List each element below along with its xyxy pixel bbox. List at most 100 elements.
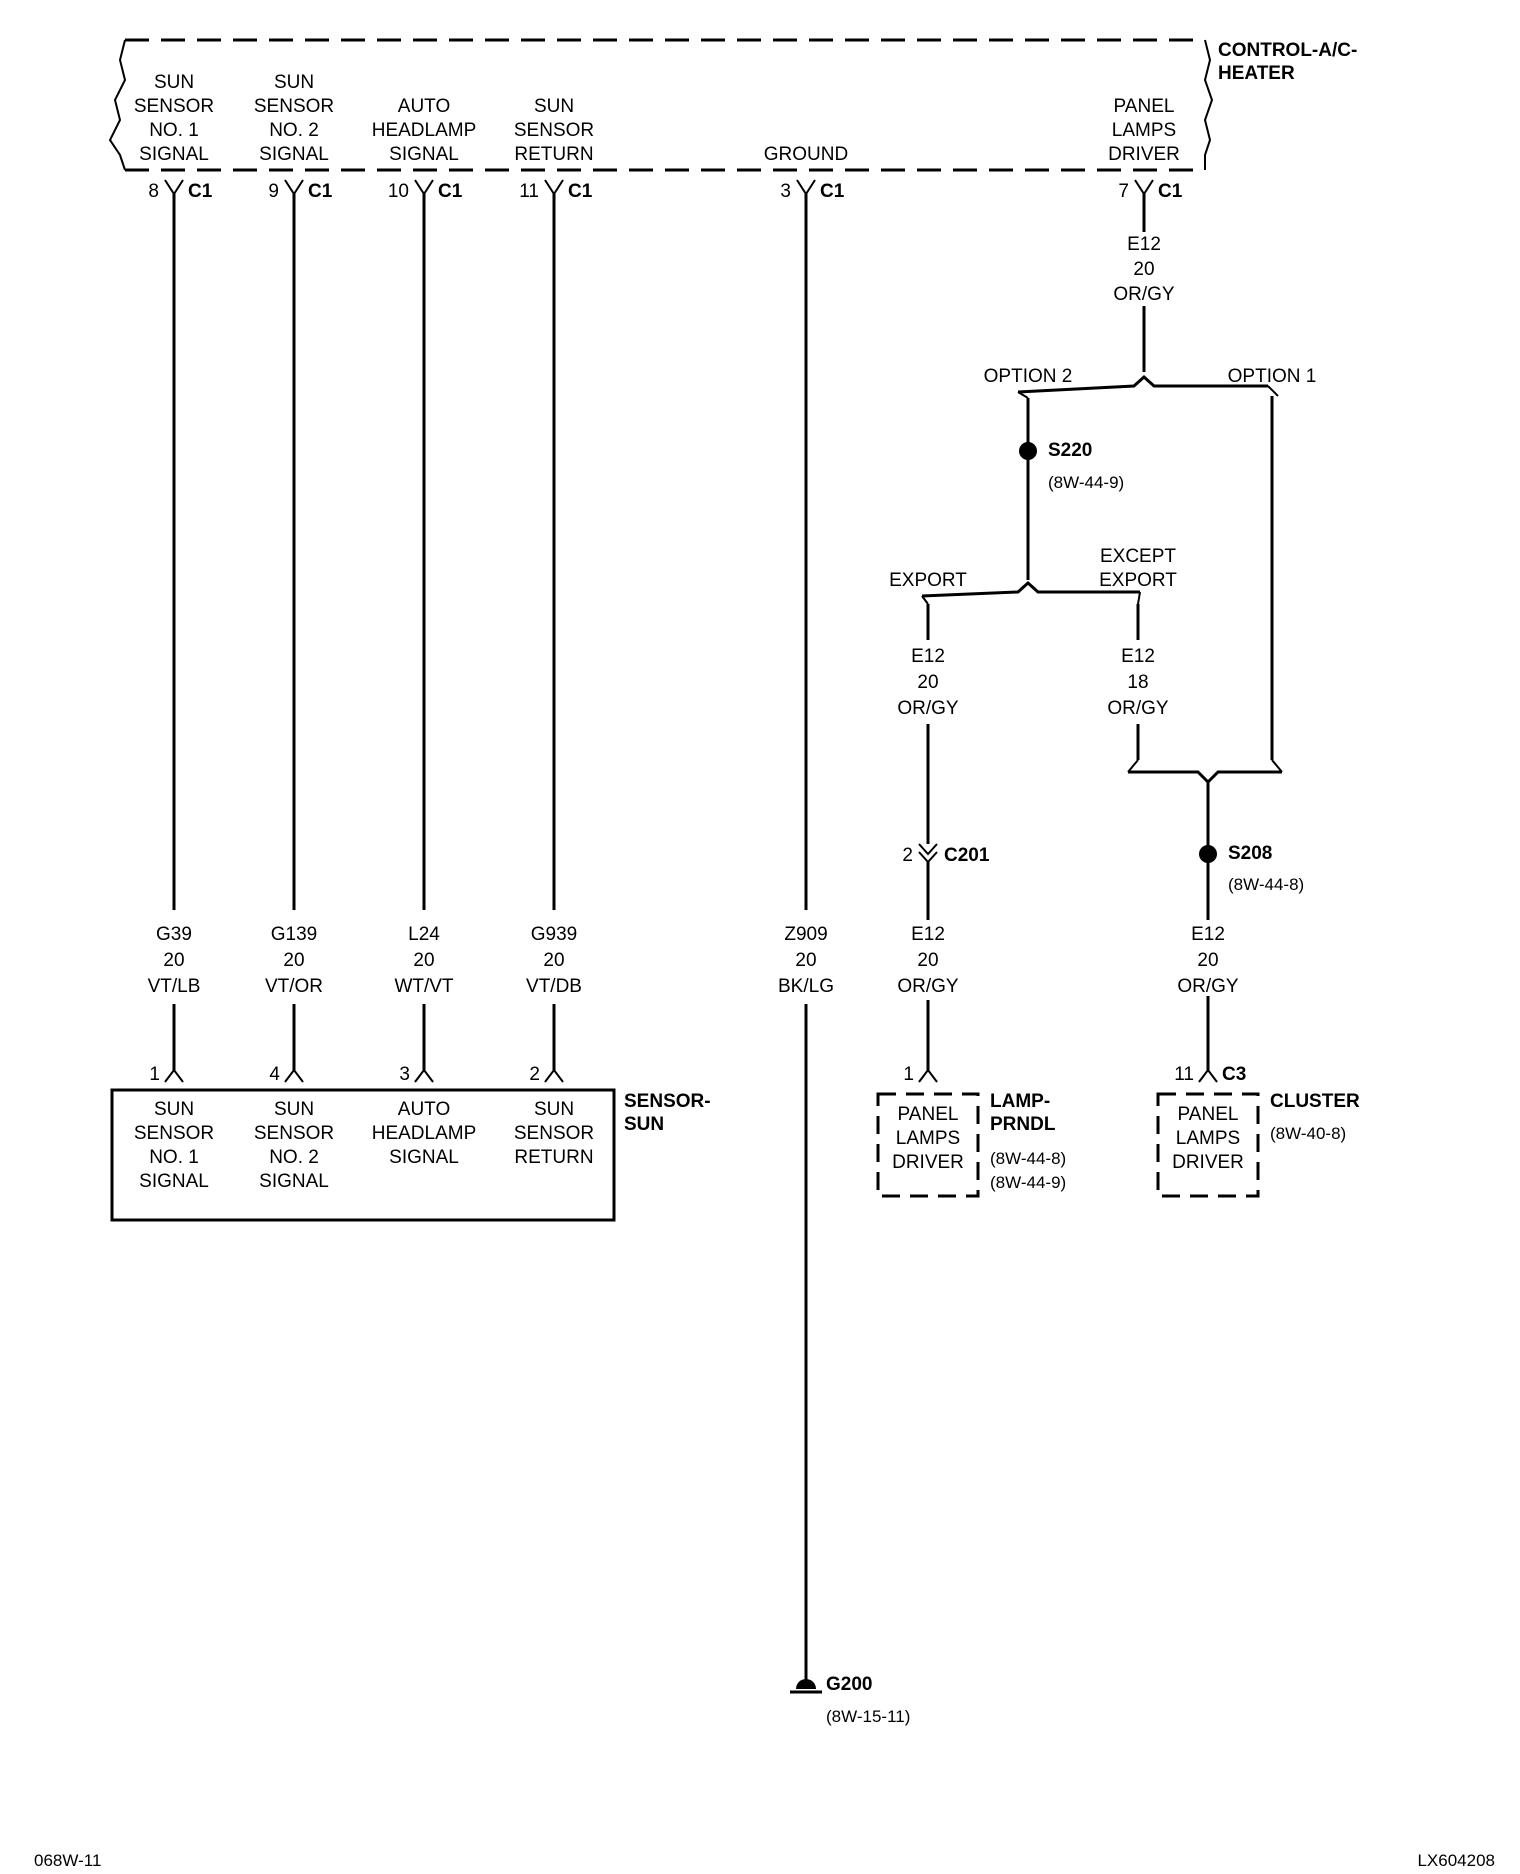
lamp-prndl-box [876, 1092, 980, 1198]
svg-text:3: 3 [780, 181, 791, 202]
module-connector-pin-9: 9 C1 [268, 179, 333, 202]
svg-text:LAMPS: LAMPS [1176, 1128, 1240, 1149]
svg-text:11: 11 [1174, 1064, 1194, 1085]
sensor-pin-label-4: SUN SENSOR NO. 2 SIGNAL [254, 1099, 334, 1192]
svg-text:EXPORT: EXPORT [1099, 570, 1177, 591]
svg-text:VT/LB: VT/LB [148, 976, 201, 997]
cluster-box [1156, 1092, 1260, 1198]
svg-text:Z909: Z909 [784, 924, 827, 945]
svg-text:S208: S208 [1228, 843, 1272, 864]
svg-text:SIGNAL: SIGNAL [139, 1171, 209, 1192]
svg-text:C1: C1 [568, 181, 593, 202]
svg-text:C1: C1 [308, 181, 333, 202]
svg-text:GROUND: GROUND [764, 144, 848, 165]
svg-text:DRIVER: DRIVER [1108, 144, 1180, 165]
sensor-sun-box [110, 1088, 616, 1222]
svg-text:HEADLAMP: HEADLAMP [372, 1123, 477, 1144]
svg-text:NO. 2: NO. 2 [269, 1147, 319, 1168]
svg-text:NO. 2: NO. 2 [269, 120, 319, 141]
svg-text:(8W-44-8): (8W-44-8) [1228, 875, 1304, 894]
svg-text:G139: G139 [271, 924, 317, 945]
svg-text:CLUSTER: CLUSTER [1270, 1091, 1360, 1112]
footer-left-code: 068W-11 [34, 1851, 101, 1870]
module-connector-pin-3: 3 C1 [780, 179, 845, 202]
svg-text:AUTO: AUTO [398, 96, 450, 117]
svg-text:E12: E12 [911, 924, 945, 945]
wire-label-g139: G139 20 VT/OR [258, 918, 330, 998]
svg-text:SIGNAL: SIGNAL [389, 1147, 459, 1168]
sensor-name: SENSOR- SUN [624, 1091, 711, 1135]
sensor-pin-label-2: SUN SENSOR RETURN [514, 1099, 594, 1168]
svg-text:RETURN: RETURN [514, 144, 593, 165]
svg-text:VT/DB: VT/DB [526, 976, 582, 997]
svg-text:SUN: SUN [274, 1099, 314, 1120]
svg-text:10: 10 [388, 181, 409, 202]
svg-text:C1: C1 [188, 181, 213, 202]
cluster-name: CLUSTER (8W-40-8) [1270, 1091, 1360, 1143]
sensor-pin-label-1: SUN SENSOR NO. 1 SIGNAL [134, 1099, 214, 1192]
svg-text:C1: C1 [438, 181, 463, 202]
svg-text:SIGNAL: SIGNAL [259, 1171, 329, 1192]
svg-text:NO. 1: NO. 1 [149, 1147, 199, 1168]
svg-text:1: 1 [903, 1064, 914, 1085]
module-outline [108, 38, 1214, 172]
svg-text:PANEL: PANEL [1114, 96, 1175, 117]
svg-text:(8W-44-9): (8W-44-9) [1048, 473, 1124, 492]
cluster-pin-label: PANEL LAMPS DRIVER [1172, 1104, 1244, 1173]
svg-text:SIGNAL: SIGNAL [139, 144, 209, 165]
svg-text:4: 4 [269, 1064, 280, 1085]
splice-s220: S220 (8W-44-9) [1019, 430, 1124, 580]
svg-text:SENSOR: SENSOR [514, 120, 594, 141]
svg-text:C3: C3 [1222, 1064, 1246, 1085]
svg-text:20: 20 [163, 950, 184, 971]
wire-label-e12-export: E12 20 OR/GY [897, 646, 959, 719]
svg-text:3: 3 [399, 1064, 410, 1085]
sensor-connector-pin-4: 4 [269, 1064, 304, 1085]
svg-text:RETURN: RETURN [514, 1147, 593, 1168]
svg-text:11: 11 [519, 181, 539, 202]
lamp-connector-pin-1: 1 [903, 1064, 938, 1085]
ground-g200: G200 (8W-15-11) [790, 1674, 910, 1726]
svg-text:SIGNAL: SIGNAL [389, 144, 459, 165]
lamp-pin-label: PANEL LAMPS DRIVER [892, 1104, 964, 1173]
wire-e12-except-export [1127, 724, 1283, 1070]
wire-label-e12-main: E12 20 OR/GY [1113, 234, 1175, 305]
svg-text:E12: E12 [1121, 646, 1155, 667]
svg-text:S220: S220 [1048, 440, 1092, 461]
sensor-connector-pin-1: 1 [149, 1064, 184, 1085]
module-pin-label-1: SUN SENSOR NO. 1 SIGNAL [134, 72, 214, 165]
svg-text:8: 8 [148, 181, 159, 202]
svg-text:18: 18 [1127, 672, 1148, 693]
svg-text:(8W-15-11): (8W-15-11) [826, 1707, 910, 1726]
svg-text:2: 2 [529, 1064, 540, 1085]
svg-text:20: 20 [283, 950, 304, 971]
option-1-label: OPTION 1 [1228, 366, 1317, 387]
svg-text:(8W-44-8): (8W-44-8) [990, 1149, 1066, 1168]
svg-text:PANEL: PANEL [898, 1104, 959, 1125]
svg-text:SENSOR: SENSOR [514, 1123, 594, 1144]
svg-text:HEATER: HEATER [1218, 63, 1295, 84]
svg-text:G200: G200 [826, 1674, 872, 1695]
sensor-connector-pin-3: 3 [399, 1064, 434, 1085]
svg-text:EXCEPT: EXCEPT [1100, 546, 1176, 567]
wire-label-g939: G939 20 VT/DB [518, 918, 590, 998]
svg-text:SUN: SUN [154, 1099, 194, 1120]
svg-text:C1: C1 [820, 181, 845, 202]
module-connector-pin-11: 11 C1 [519, 179, 593, 202]
svg-text:LAMPS: LAMPS [896, 1128, 960, 1149]
svg-text:HEADLAMP: HEADLAMP [372, 120, 477, 141]
svg-text:20: 20 [795, 950, 816, 971]
svg-text:9: 9 [268, 181, 279, 202]
svg-text:20: 20 [1133, 259, 1154, 280]
connector-c201: 2 C201 [902, 843, 990, 866]
svg-text:G939: G939 [531, 924, 577, 945]
svg-text:WT/VT: WT/VT [394, 976, 453, 997]
cluster-connector-pin-11: 11 C3 [1174, 1064, 1246, 1085]
svg-text:C201: C201 [944, 845, 990, 866]
svg-text:SUN: SUN [534, 1099, 574, 1120]
svg-text:NO. 1: NO. 1 [149, 120, 199, 141]
svg-text:SUN: SUN [624, 1114, 664, 1135]
wire-label-g39: G39 20 VT/LB [140, 918, 208, 998]
svg-text:SENSOR: SENSOR [134, 96, 214, 117]
